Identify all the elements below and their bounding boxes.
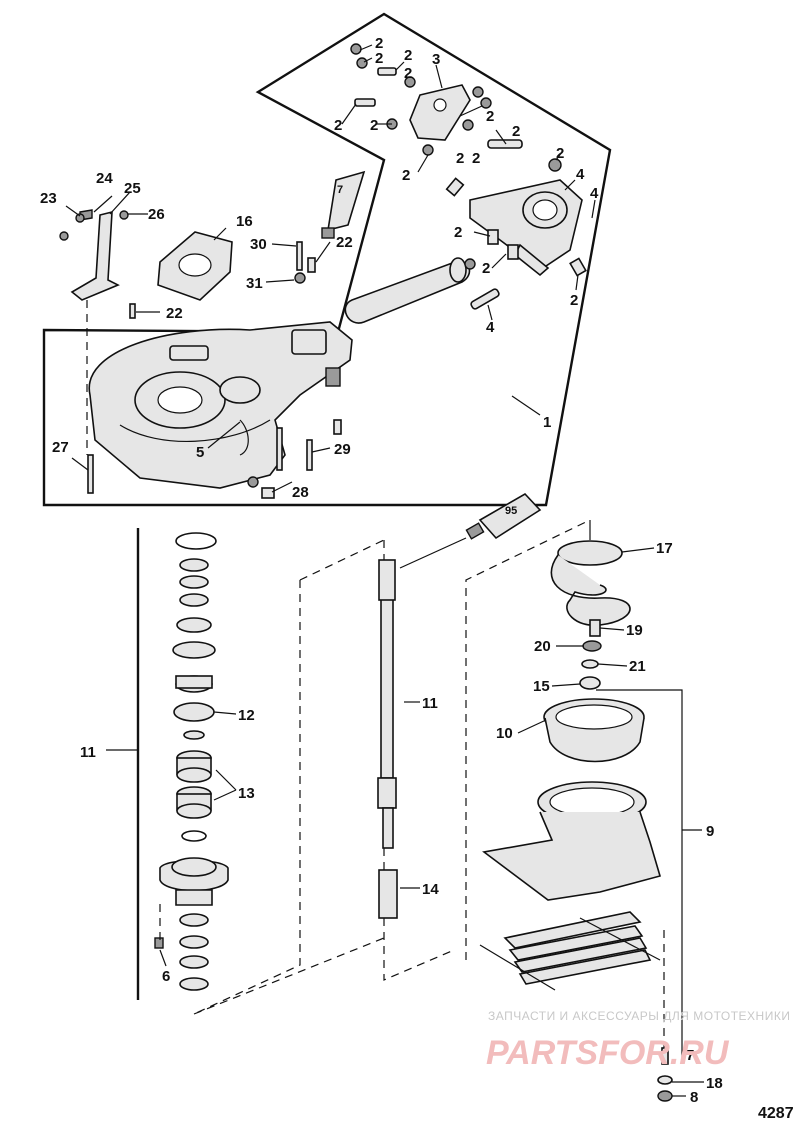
callout-2g: 2 bbox=[486, 108, 494, 125]
drive-shaft bbox=[193, 539, 455, 1015]
top-leader-lines bbox=[65, 44, 596, 493]
assembly-1-frame bbox=[42, 12, 612, 507]
tab-washer bbox=[581, 659, 599, 669]
callout-2c: 2 bbox=[404, 47, 412, 64]
impeller bbox=[550, 520, 631, 626]
callout-2n: 2 bbox=[482, 260, 490, 277]
callout-28: 28 bbox=[292, 484, 309, 501]
callout-4b: 4 bbox=[590, 185, 599, 202]
tube-95-label: 95 bbox=[505, 505, 517, 517]
mount-plate bbox=[157, 231, 233, 301]
nut bbox=[579, 676, 601, 690]
callout-19: 19 bbox=[626, 622, 643, 639]
pump-housing bbox=[88, 321, 353, 489]
callout-11-shaft: 11 bbox=[422, 695, 438, 712]
callout-31: 31 bbox=[246, 275, 263, 292]
callout-6: 6 bbox=[162, 968, 170, 985]
bracket bbox=[70, 209, 120, 301]
callout-22b: 22 bbox=[166, 305, 183, 322]
callout-26: 26 bbox=[148, 206, 165, 223]
callout-2e: 2 bbox=[334, 117, 342, 134]
callout-14: 14 bbox=[422, 881, 439, 898]
cable-bracket bbox=[409, 84, 471, 141]
callout-7: 7 bbox=[686, 1047, 694, 1064]
callout-16: 16 bbox=[236, 213, 253, 230]
callout-8: 8 bbox=[690, 1089, 698, 1106]
callout-2o: 2 bbox=[570, 292, 578, 309]
impeller-shaft-nut bbox=[589, 619, 601, 637]
callout-13: 13 bbox=[238, 785, 255, 802]
watermark-brand: PARTSFOR.RU bbox=[486, 1034, 730, 1072]
impeller-washer bbox=[582, 640, 602, 652]
callout-23: 23 bbox=[40, 190, 57, 207]
fastener-set bbox=[59, 43, 587, 499]
grease-tube-7: 7 bbox=[321, 170, 366, 239]
callout-4a: 4 bbox=[576, 166, 585, 183]
callout-24: 24 bbox=[96, 170, 113, 187]
callout-3: 3 bbox=[432, 51, 440, 68]
steering-bracket bbox=[469, 179, 583, 277]
callout-5: 5 bbox=[196, 444, 204, 461]
callout-2h: 2 bbox=[512, 123, 520, 140]
callout-1: 1 bbox=[543, 414, 551, 431]
wear-ring bbox=[543, 698, 645, 763]
callout-11-left: 11 bbox=[80, 744, 96, 761]
intake-grate bbox=[479, 911, 661, 991]
callout-22a: 22 bbox=[336, 234, 353, 251]
watermark-caption: ЗАПЧАСТИ И АКСЕССУАРЫ ДЛЯ МОТОТЕХНИКИ bbox=[488, 1009, 790, 1023]
sleeve bbox=[344, 257, 471, 324]
callout-20: 20 bbox=[534, 638, 551, 655]
callout-2j: 2 bbox=[472, 150, 480, 167]
callout-labels: 2 2 2 2 3 2 2 2 2 2 2 2 2 4 4 2 2 2 4 24… bbox=[40, 35, 723, 1106]
callout-15: 15 bbox=[533, 678, 550, 695]
callout-27: 27 bbox=[52, 439, 69, 456]
callout-2m: 2 bbox=[454, 224, 462, 241]
callout-2k: 2 bbox=[402, 167, 410, 184]
figure-number: 4287 bbox=[758, 1105, 794, 1121]
callout-25: 25 bbox=[124, 180, 141, 197]
callout-2i: 2 bbox=[456, 150, 464, 167]
callout-2d: 2 bbox=[404, 65, 412, 82]
tube-7-label: 7 bbox=[337, 184, 343, 196]
right-leaders bbox=[465, 519, 704, 1102]
callout-2f: 2 bbox=[370, 117, 378, 134]
callout-2b: 2 bbox=[375, 50, 383, 67]
callout-4c: 4 bbox=[486, 319, 495, 336]
callout-9: 9 bbox=[706, 823, 714, 840]
callout-10: 10 bbox=[496, 725, 513, 742]
callout-2l: 2 bbox=[556, 145, 564, 162]
callout-12: 12 bbox=[238, 707, 255, 724]
callout-21: 21 bbox=[629, 658, 646, 675]
callout-18: 18 bbox=[706, 1075, 723, 1092]
callout-2a: 2 bbox=[375, 35, 383, 52]
callout-29: 29 bbox=[334, 441, 351, 458]
stack-leaders bbox=[159, 711, 385, 1015]
watermark: ЗАПЧАСТИ И АКСЕССУАРЫ ДЛЯ МОТОТЕХНИКИ PA… bbox=[486, 1009, 790, 1072]
grease-tube-95: 95 bbox=[399, 492, 542, 569]
pump-base bbox=[482, 781, 661, 901]
bearing-stack bbox=[154, 532, 229, 991]
callout-30: 30 bbox=[250, 236, 267, 253]
callout-17: 17 bbox=[656, 540, 673, 557]
